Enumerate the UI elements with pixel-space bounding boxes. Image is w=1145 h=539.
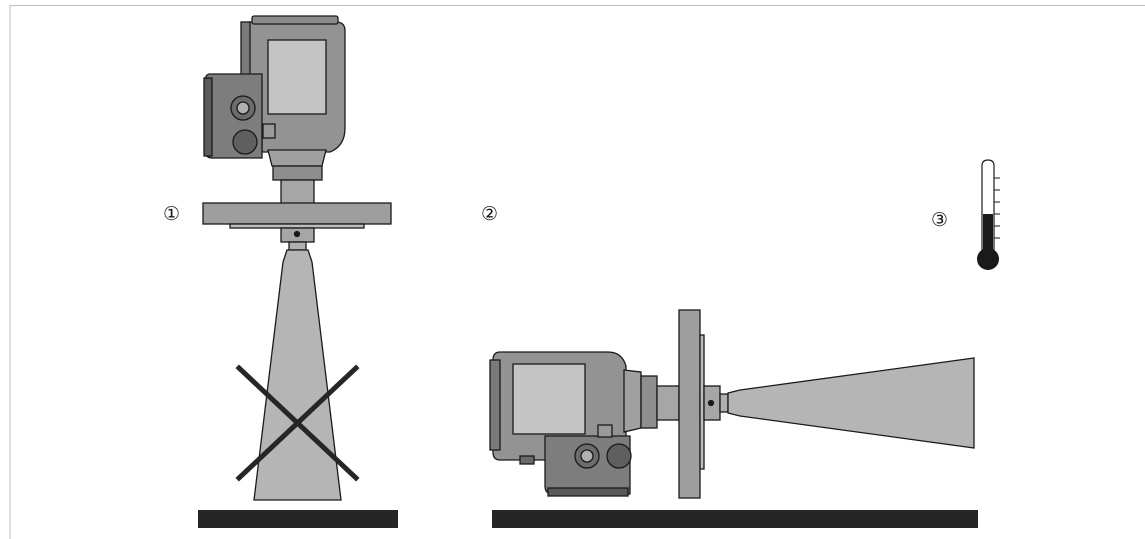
horizontal-housing-lid — [489, 359, 501, 451]
vertical-neck-upper — [267, 149, 327, 167]
horizontal-adapter-screw — [707, 399, 715, 407]
vertical-neck-lower — [280, 179, 315, 205]
callout-2: ② — [481, 203, 499, 225]
vertical-cable-gland-2 — [232, 129, 258, 155]
device-horizontal-installation — [489, 309, 975, 499]
horizontal-neck-lower — [656, 385, 680, 421]
callout-3: ③ — [931, 209, 949, 231]
vertical-housing-side — [240, 21, 251, 81]
vertical-horn-antenna — [253, 249, 342, 501]
not-allowed-cross-icon — [235, 364, 360, 482]
horizontal-antenna-neck — [719, 393, 729, 413]
vertical-cable-gland-1-inner — [236, 101, 250, 115]
horizontal-ground-screw — [597, 424, 613, 438]
vertical-neck-ring — [272, 165, 323, 181]
vertical-ground-screw — [262, 123, 276, 139]
vertical-terminal-cover — [203, 77, 213, 157]
horizontal-cable-gland-1-inner — [580, 449, 594, 463]
vertical-antenna-neck — [288, 241, 307, 251]
horizontal-flange — [678, 309, 701, 499]
process-surface-bar-2 — [492, 510, 978, 528]
horizontal-housing-latch — [519, 455, 535, 465]
vertical-housing-lid — [251, 15, 339, 25]
callout-1: ① — [163, 203, 181, 225]
horizontal-cable-gland-2 — [606, 443, 632, 469]
device-vertical-installation — [202, 15, 392, 501]
horizontal-horn-antenna — [727, 357, 975, 449]
horizontal-neck-ring — [640, 375, 658, 429]
vertical-display-window — [267, 39, 327, 115]
vertical-flange — [202, 202, 392, 225]
vertical-adapter-screw — [293, 230, 301, 238]
thermometer-icon — [977, 159, 1000, 270]
process-surface-bar-1 — [198, 510, 398, 528]
horizontal-neck-upper — [623, 369, 642, 433]
horizontal-terminal-cover — [547, 487, 629, 497]
horizontal-display-window — [512, 363, 586, 435]
